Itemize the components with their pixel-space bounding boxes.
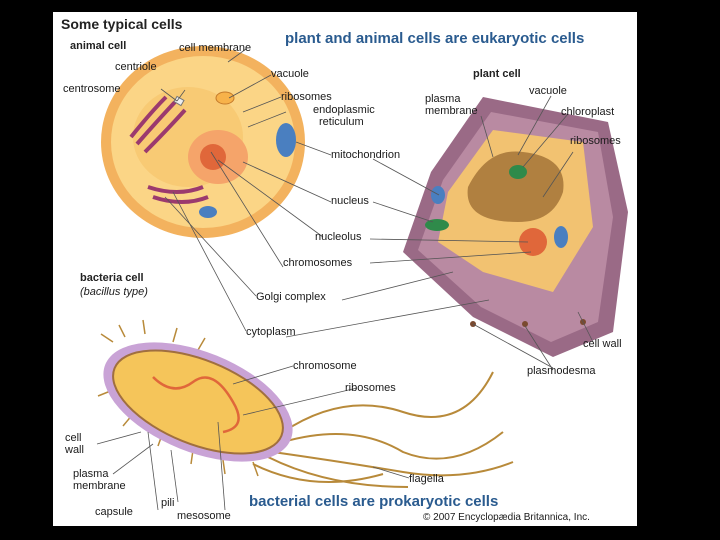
eukaryotic-caption: plant and animal cells are eukaryotic ce… — [285, 30, 585, 47]
plant-cell-drawing — [403, 97, 628, 357]
label-bacteria-plasma-line2: membrane — [73, 480, 126, 492]
label-flagella: flagella — [409, 473, 444, 485]
bacteria-flagella — [252, 371, 514, 488]
label-er-line2: reticulum — [319, 116, 364, 128]
label-bacteria-wall-line2: wall — [65, 444, 84, 456]
label-bacteria-cell-line1: cell — [65, 432, 82, 444]
plant-mitochondrion — [431, 186, 445, 204]
label-chloroplast: chloroplast — [561, 106, 615, 118]
label-plasma-line2: membrane — [425, 105, 478, 117]
bacteria-chromosome — [152, 376, 240, 434]
copyright-notice: © 2007 Encyclopædia Britannica, Inc. — [423, 512, 590, 523]
label-mitochondrion: mitochondrion — [331, 149, 401, 161]
label-capsule: capsule — [95, 506, 133, 518]
label-centriole: centriole — [115, 61, 157, 73]
cell-illustrations — [96, 46, 628, 511]
animal-mitochondrion — [276, 123, 296, 157]
animal-vacuole — [215, 91, 235, 105]
label-plasma-line1: plasma — [425, 93, 461, 105]
bacteria-cytoplasm — [112, 349, 284, 455]
plant-chloroplast — [509, 165, 527, 179]
diagram-title: Some typical cells — [61, 16, 183, 32]
label-cytoplasm: cytoplasm — [246, 326, 296, 338]
label-chromosomes: chromosomes — [283, 257, 353, 269]
animal-cell-drawing — [101, 46, 305, 238]
plant-vacuole — [467, 151, 564, 222]
leader-lines — [96, 48, 594, 511]
bacteria-cell-drawing — [97, 319, 514, 488]
label-bacteria-chromosome: chromosome — [293, 360, 357, 372]
diagram-canvas: Some typical cells plant and animal cell… — [53, 12, 637, 526]
label-nucleolus: nucleolus — [315, 231, 362, 243]
label-er-line1: endoplasmic — [313, 104, 375, 116]
label-nucleus: nucleus — [331, 195, 369, 207]
label-plant-vacuole: vacuole — [529, 85, 567, 97]
animal-centriole — [173, 95, 185, 107]
plant-chloroplast-2 — [425, 219, 449, 231]
label-mesosome: mesosome — [177, 510, 231, 522]
label-animal-ribosomes: ribosomes — [281, 91, 332, 103]
plant-mitochondrion-2 — [554, 226, 568, 248]
label-cell-wall: cell wall — [583, 338, 622, 350]
bacteria-subheading: (bacillus type) — [80, 286, 148, 298]
label-cell-membrane: cell membrane — [179, 42, 252, 54]
prokaryotic-caption: bacterial cells are prokaryotic cells — [249, 493, 499, 510]
bacteria-cell-heading: bacteria cell — [80, 272, 144, 284]
animal-nucleolus — [200, 144, 226, 170]
label-pili: pili — [161, 497, 175, 509]
label-bacteria-plasma-line1: plasma — [73, 468, 109, 480]
label-bacteria-ribosomes: ribosomes — [345, 382, 396, 394]
animal-golgi — [129, 95, 209, 204]
plant-nucleus — [519, 228, 547, 256]
label-golgi-complex: Golgi complex — [256, 291, 326, 303]
plant-cell-heading: plant cell — [473, 68, 521, 80]
animal-cell-heading: animal cell — [70, 40, 127, 52]
label-animal-vacuole: vacuole — [271, 68, 309, 80]
label-plasmodesma: plasmodesma — [527, 365, 596, 377]
animal-mitochondrion-2 — [199, 206, 217, 218]
label-plant-ribosomes: ribosomes — [570, 135, 621, 147]
label-centrosome: centrosome — [63, 83, 121, 95]
